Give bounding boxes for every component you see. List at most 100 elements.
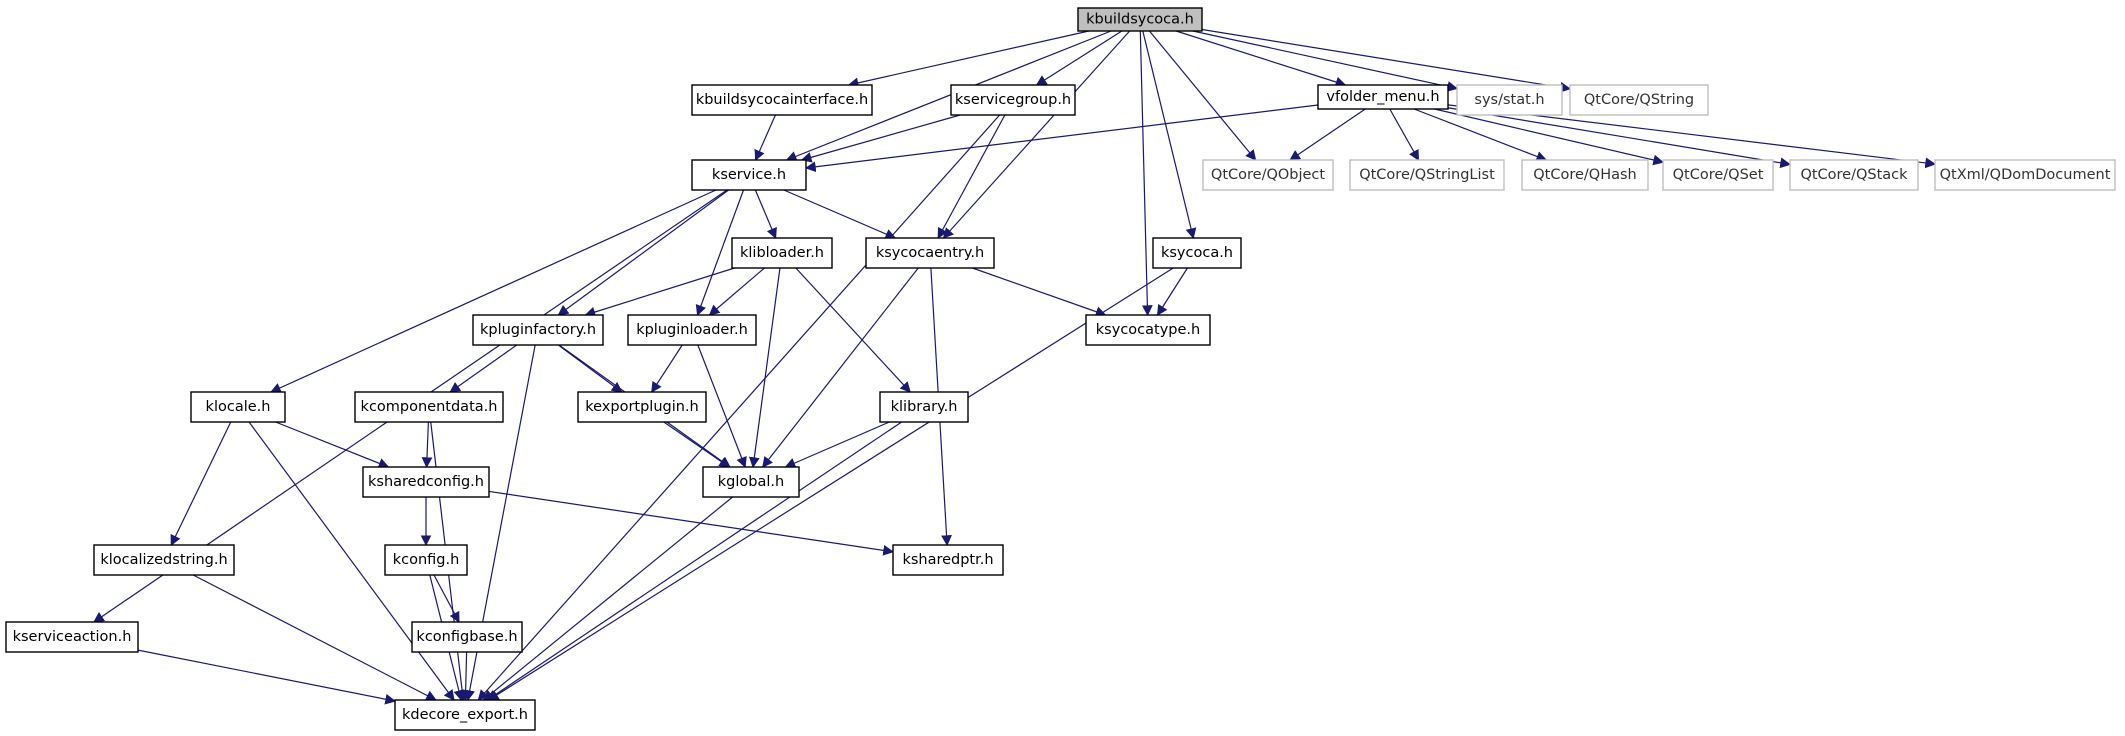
edge-kservice-to-klibloader bbox=[754, 189, 777, 239]
node-box bbox=[93, 544, 235, 576]
edge-ksycocaentry-to-ksycocatype bbox=[972, 267, 1107, 317]
edge-kservicegroup-to-kdecore_export bbox=[477, 114, 1001, 701]
node-label: klocalizedstring.h bbox=[100, 552, 227, 568]
node-kserviceaction[interactable]: kserviceaction.h bbox=[5, 621, 139, 653]
node-label: ksharedptr.h bbox=[902, 552, 993, 568]
node-qhash: QtCore/QHash bbox=[1521, 159, 1649, 191]
node-box bbox=[394, 699, 536, 731]
node-qstring: QtCore/QString bbox=[1569, 84, 1709, 116]
node-label: QtCore/QObject bbox=[1211, 167, 1325, 183]
node-label: kglobal.h bbox=[718, 474, 784, 490]
node-label: QtCore/QString bbox=[1584, 92, 1694, 108]
edge-vfolder_menu-to-kservice bbox=[804, 104, 1319, 173]
node-label: kpluginfactory.h bbox=[480, 322, 596, 338]
node-label: kservicegroup.h bbox=[955, 92, 1071, 108]
node-box bbox=[950, 84, 1076, 116]
node-box bbox=[691, 159, 807, 191]
edge-kglobal-to-kdecore_export bbox=[482, 496, 733, 701]
node-box bbox=[1789, 159, 1919, 191]
node-box bbox=[879, 391, 969, 423]
node-box bbox=[472, 314, 604, 346]
node-box bbox=[731, 237, 833, 269]
node-kconfig[interactable]: kconfig.h bbox=[384, 544, 468, 576]
node-box bbox=[1662, 159, 1774, 191]
node-klocalizedstring[interactable]: klocalizedstring.h bbox=[93, 544, 235, 576]
node-kdecore-export[interactable]: kdecore_export.h bbox=[394, 699, 536, 731]
edge-kconfig-to-kconfigbase bbox=[433, 574, 460, 623]
node-kbuildsycoca[interactable]: kbuildsycoca.h bbox=[1077, 7, 1203, 32]
node-box bbox=[702, 466, 800, 498]
edge-ksycocaentry-to-kglobal bbox=[762, 267, 919, 468]
node-kservice[interactable]: kservice.h bbox=[691, 159, 807, 191]
node-box bbox=[627, 314, 757, 346]
node-kconfigbase[interactable]: kconfigbase.h bbox=[411, 621, 523, 653]
edge-kbuildsycoca-to-ksycocaentry bbox=[942, 30, 1131, 239]
node-kpluginloader[interactable]: kpluginloader.h bbox=[627, 314, 757, 346]
edge-klibloader-to-kpluginloader bbox=[708, 267, 765, 316]
node-box bbox=[1085, 314, 1211, 346]
node-kservicegroup[interactable]: kservicegroup.h bbox=[950, 84, 1076, 116]
node-label: klibrary.h bbox=[891, 399, 958, 415]
node-box bbox=[1202, 159, 1334, 191]
node-ksycocatype[interactable]: ksycocatype.h bbox=[1085, 314, 1211, 346]
edge-vfolder_menu-to-qobject bbox=[1289, 108, 1366, 161]
edge-kbuildsycoca-to-ksycocatype bbox=[1139, 30, 1153, 317]
node-label: ksycoca.h bbox=[1161, 245, 1233, 261]
node-box bbox=[1456, 84, 1563, 116]
node-box bbox=[362, 466, 490, 498]
node-box bbox=[384, 544, 468, 576]
node-klibrary[interactable]: klibrary.h bbox=[879, 391, 969, 423]
edge-kpluginloader-to-kglobal bbox=[697, 344, 747, 469]
node-label: klibloader.h bbox=[740, 245, 824, 261]
edge-klibrary-to-kglobal bbox=[784, 421, 890, 469]
node-label: sys/stat.h bbox=[1474, 92, 1544, 108]
node-kpluginfactory[interactable]: kpluginfactory.h bbox=[472, 314, 604, 346]
edge-ksharedconfig-to-ksharedptr bbox=[488, 490, 895, 556]
edge-kservice-to-kpluginfactory bbox=[557, 189, 729, 316]
node-kexportplugin[interactable]: kexportplugin.h bbox=[577, 391, 707, 423]
node-box bbox=[1077, 7, 1203, 32]
node-ksharedconfig[interactable]: ksharedconfig.h bbox=[362, 466, 490, 498]
edge-klibrary-to-kdecore_export bbox=[486, 421, 902, 701]
node-qstringlist: QtCore/QStringList bbox=[1349, 159, 1505, 191]
edge-kservice-to-ksycocaentry bbox=[783, 189, 897, 240]
node-box bbox=[892, 544, 1004, 576]
node-box bbox=[1521, 159, 1649, 191]
node-box bbox=[1569, 84, 1709, 116]
node-label: ksharedconfig.h bbox=[368, 474, 484, 490]
edge-vfolder_menu-to-qhash bbox=[1413, 108, 1548, 162]
node-klibloader[interactable]: klibloader.h bbox=[731, 237, 833, 269]
node-qobject: QtCore/QObject bbox=[1202, 159, 1334, 191]
edge-klocalizedstring-to-kdecore_export bbox=[192, 574, 437, 701]
node-box bbox=[577, 391, 707, 423]
edge-kbuildsycoca-to-qstring bbox=[1201, 28, 1572, 93]
edge-klibloader-to-klibrary bbox=[795, 267, 911, 393]
node-klocale[interactable]: klocale.h bbox=[190, 391, 286, 423]
edge-klocale-to-ksharedconfig bbox=[275, 421, 390, 469]
node-ksycocaentry[interactable]: ksycocaentry.h bbox=[865, 237, 995, 269]
node-box bbox=[354, 391, 504, 423]
node-kglobal[interactable]: kglobal.h bbox=[702, 466, 800, 498]
node-kbuildsycocainterface[interactable]: kbuildsycocainterface.h bbox=[691, 84, 873, 116]
node-kcomponentdata[interactable]: kcomponentdata.h bbox=[354, 391, 504, 423]
node-label: vfolder_menu.h bbox=[1326, 89, 1439, 105]
node-box bbox=[865, 237, 995, 269]
node-qstack: QtCore/QStack bbox=[1789, 159, 1919, 191]
node-vfolder-menu[interactable]: vfolder_menu.h bbox=[1317, 84, 1449, 110]
node-label: kconfigbase.h bbox=[416, 629, 517, 645]
edge-kbuildsycoca-to-kbuildsycocainterface bbox=[847, 30, 1089, 89]
node-label: klocale.h bbox=[206, 399, 271, 415]
edge-kbuildsycoca-to-qobject bbox=[1149, 30, 1257, 161]
node-box bbox=[411, 621, 523, 653]
node-qset: QtCore/QSet bbox=[1662, 159, 1774, 191]
node-box bbox=[1349, 159, 1505, 191]
node-label: kdecore_export.h bbox=[402, 707, 528, 723]
node-ksycoca[interactable]: ksycoca.h bbox=[1152, 237, 1242, 269]
node-label: QtCore/QSet bbox=[1673, 167, 1764, 183]
edge-kbuildsycoca-to-kservice bbox=[785, 30, 1112, 162]
node-ksharedptr[interactable]: ksharedptr.h bbox=[892, 544, 1004, 576]
edge-kbuildsycocainterface-to-kservice bbox=[754, 114, 776, 161]
edge-ksycoca-to-ksycocatype bbox=[1156, 267, 1188, 316]
node-label: kserviceaction.h bbox=[13, 629, 132, 645]
